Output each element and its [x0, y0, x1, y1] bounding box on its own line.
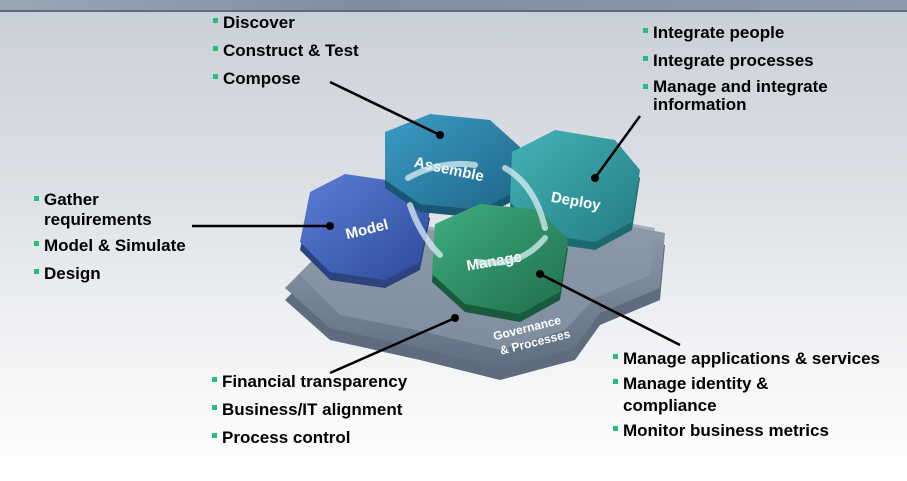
- bullet-icon: [212, 377, 217, 382]
- list-item: Discover: [213, 12, 359, 34]
- bullet-icon: [34, 268, 39, 274]
- assemble-hex: Assemble: [385, 114, 520, 218]
- list-item: Compose: [213, 68, 359, 90]
- bullet-icon: [34, 241, 39, 247]
- list-item: Financial transparency: [212, 371, 407, 393]
- list-item: Construct & Test: [213, 40, 359, 62]
- bullet-icon: [643, 28, 648, 33]
- header-bar: [0, 0, 907, 12]
- list-item: Design: [34, 263, 204, 285]
- bullet-icon: [212, 404, 217, 410]
- model-callout-dot: [326, 222, 334, 230]
- manage-hex: Manage: [432, 204, 568, 322]
- bullet-icon: [212, 432, 217, 438]
- bullet-icon: [613, 379, 618, 385]
- lifecycle-arrows: [405, 160, 548, 266]
- deploy-callout-line: [593, 115, 642, 179]
- deploy-list: Integrate people Integrate processes Man…: [643, 22, 898, 121]
- manage-list: Manage applications & services Manage id…: [613, 348, 903, 445]
- list-item: Integrate processes: [643, 50, 898, 72]
- list-item: Business/IT alignment: [212, 399, 407, 421]
- governance-list: Financial transparency Business/IT align…: [212, 371, 407, 454]
- bullet-icon: [213, 73, 218, 79]
- list-item: Process control: [212, 427, 407, 449]
- list-item: Manage identity & compliance: [613, 373, 853, 417]
- bullet-icon: [613, 354, 618, 359]
- bullet-icon: [643, 55, 648, 61]
- model-hex: Model: [300, 174, 430, 288]
- list-item: Monitor business metrics: [613, 420, 903, 442]
- assemble-list: Discover Construct & Test Compose: [213, 12, 359, 95]
- list-item: Integrate people: [643, 22, 898, 44]
- assemble-callout-line: [329, 80, 441, 137]
- manage-callout-line: [539, 272, 681, 347]
- model-list: Gather requirements Model & Simulate Des…: [34, 190, 204, 291]
- bullet-icon: [213, 45, 218, 51]
- bullet-icon: [34, 196, 39, 201]
- deploy-callout-dot: [591, 174, 599, 182]
- governance-callout-dot: [451, 314, 459, 322]
- manage-callout-dot: [536, 270, 544, 278]
- bullet-icon: [613, 426, 618, 432]
- list-item: Manage applications & services: [613, 348, 893, 370]
- list-item: Manage and integrate information: [643, 77, 898, 115]
- bullet-icon: [643, 83, 648, 89]
- list-item: Gather requirements: [34, 190, 204, 229]
- bullet-icon: [213, 18, 218, 23]
- list-item: Model & Simulate: [34, 235, 204, 257]
- governance-callout-line: [329, 316, 456, 375]
- assemble-callout-dot: [436, 131, 444, 139]
